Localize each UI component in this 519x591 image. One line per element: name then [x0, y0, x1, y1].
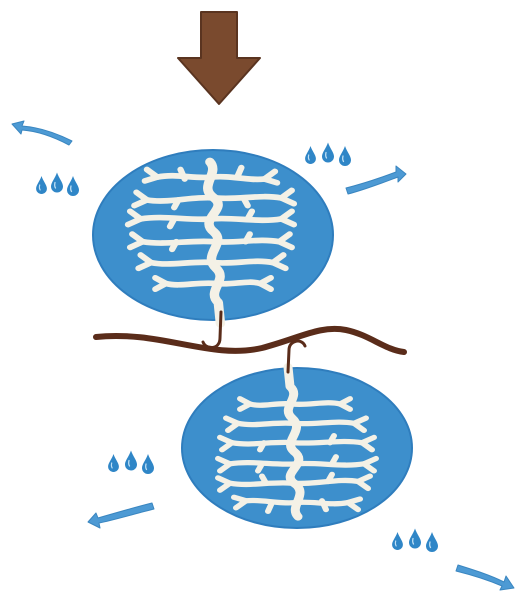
- water-drops-icon: [108, 451, 154, 475]
- upper-cell: [93, 150, 333, 348]
- down-arrow-icon: [178, 12, 260, 104]
- water-drops-icon: [36, 173, 79, 197]
- water-drops-icon: [392, 529, 438, 553]
- wavy-line-icon: [96, 329, 404, 352]
- lower-cell: [182, 341, 412, 528]
- flow-arrow-icon: [12, 121, 72, 145]
- flow-arrow-icon: [346, 166, 406, 194]
- water-drops-icon: [305, 143, 351, 167]
- flow-arrow-icon: [88, 503, 154, 528]
- flow-arrow-icon: [456, 565, 514, 590]
